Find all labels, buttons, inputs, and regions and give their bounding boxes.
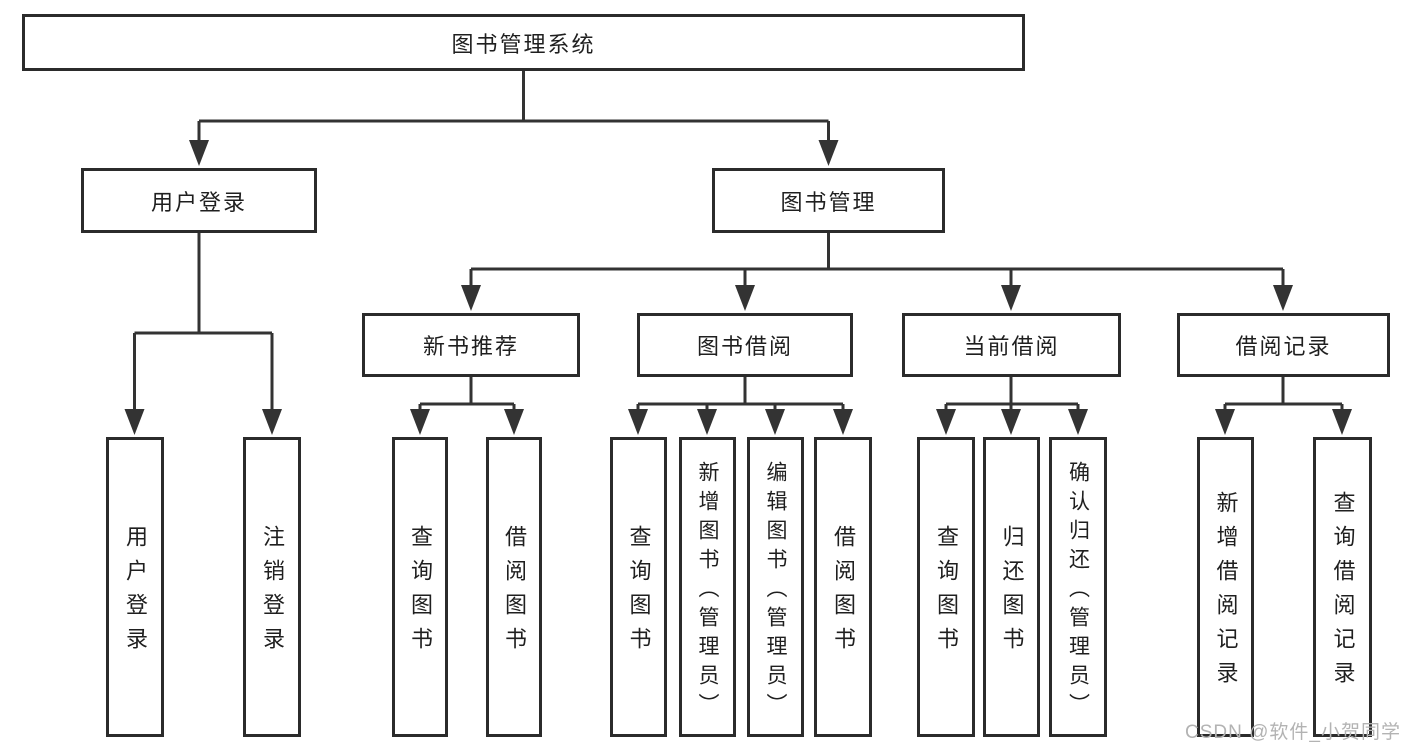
leaf-return-book: 归还图书 xyxy=(983,437,1040,737)
arrowheads xyxy=(124,140,1352,435)
node-label: 当前借阅 xyxy=(963,334,1060,359)
leaf-borrow-books-borrow: 借阅图书 xyxy=(814,437,872,737)
node-label: 新增图书（管理员） xyxy=(696,460,719,722)
node-label: 查询图书 xyxy=(626,525,652,661)
node-label: 查询借阅记录 xyxy=(1330,491,1356,695)
leaf-query-borrow-record: 查询借阅记录 xyxy=(1313,437,1372,737)
leaf-query-books-newbook: 查询图书 xyxy=(392,437,448,737)
node-user-login: 用户登录 xyxy=(81,168,317,233)
node-label: 新书推荐 xyxy=(422,334,519,359)
leaf-confirm-return-admin: 确认归还（管理员） xyxy=(1049,437,1107,737)
leaf-logout: 注销登录 xyxy=(243,437,301,737)
node-label: 用户登录 xyxy=(150,189,247,215)
node-book-management: 图书管理 xyxy=(712,168,945,233)
leaf-user-login: 用户登录 xyxy=(106,437,164,737)
node-new-book-recommend: 新书推荐 xyxy=(362,313,580,377)
leaf-add-borrow-record: 新增借阅记录 xyxy=(1197,437,1254,737)
node-label: 借阅图书 xyxy=(502,525,527,661)
node-label: 图书管理系统 xyxy=(451,31,596,57)
node-label: 借阅记录 xyxy=(1235,334,1332,359)
node-label: 确认归还（管理员） xyxy=(1066,460,1090,722)
leaf-query-books-current: 查询图书 xyxy=(917,437,975,737)
node-current-borrowing: 当前借阅 xyxy=(902,313,1121,377)
node-label: 编辑图书（管理员） xyxy=(764,460,787,722)
node-label: 用户登录 xyxy=(123,525,148,661)
node-label: 查询图书 xyxy=(934,525,959,661)
leaf-borrow-books-newbook: 借阅图书 xyxy=(486,437,542,737)
node-book-borrowing: 图书借阅 xyxy=(637,313,853,377)
node-label: 新增借阅记录 xyxy=(1213,491,1239,695)
watermark: CSDN @软件_小贺同学 xyxy=(1185,722,1401,743)
node-label: 查询图书 xyxy=(408,525,433,661)
node-borrow-records: 借阅记录 xyxy=(1177,313,1390,377)
connector-shafts xyxy=(133,71,1344,413)
leaf-edit-book-admin: 编辑图书（管理员） xyxy=(747,437,804,737)
node-label: 借阅图书 xyxy=(831,525,856,661)
node-label: 图书管理 xyxy=(780,189,877,215)
node-label: 图书借阅 xyxy=(696,334,793,359)
node-library-system: 图书管理系统 xyxy=(22,14,1025,71)
leaf-query-books-borrow: 查询图书 xyxy=(610,437,667,737)
node-label: 注销登录 xyxy=(260,525,285,661)
node-label: 归还图书 xyxy=(999,525,1025,661)
leaf-add-book-admin: 新增图书（管理员） xyxy=(679,437,736,737)
